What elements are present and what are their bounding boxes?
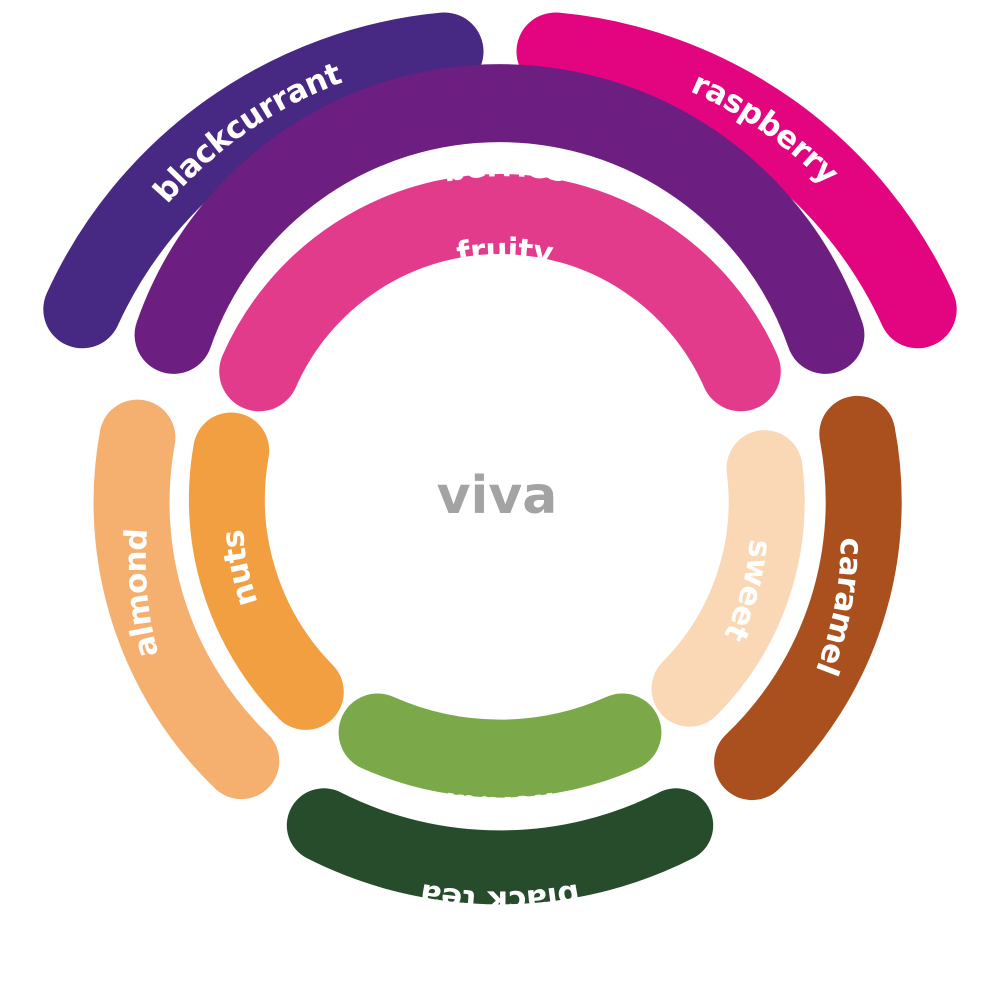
segment-blackcurrant bbox=[43, 12, 484, 349]
segment-black-tea bbox=[286, 788, 714, 905]
segment-almond bbox=[93, 399, 280, 800]
label-herbal: herbal bbox=[441, 784, 558, 825]
segment-nuts bbox=[188, 412, 344, 730]
segment-herbal bbox=[338, 693, 662, 798]
segment-caramel bbox=[714, 395, 902, 801]
segment-berries bbox=[134, 64, 865, 374]
segment-raspberry bbox=[516, 12, 957, 349]
label-berries: berries bbox=[441, 148, 570, 190]
segment-sweet bbox=[651, 430, 805, 727]
segment-fruity bbox=[219, 174, 781, 412]
center-title: viva bbox=[437, 466, 558, 526]
label-fruity: fruity bbox=[454, 232, 556, 273]
